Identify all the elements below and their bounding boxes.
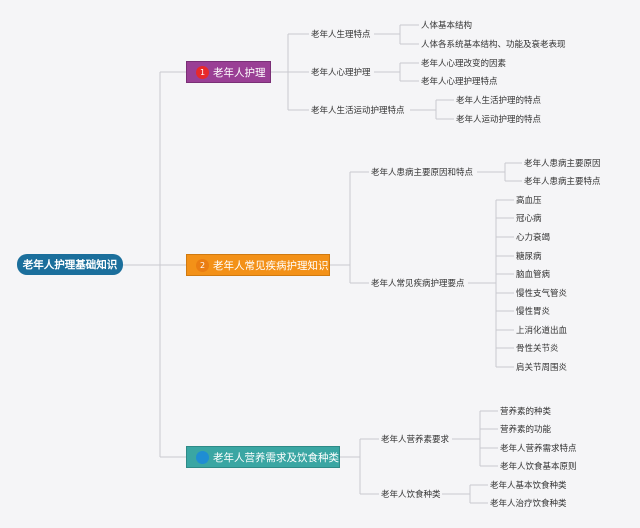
branch-label: 老年人护理 (213, 66, 266, 79)
sub-node-disease-causes[interactable]: 老年人患病主要原因和特点 (371, 168, 474, 178)
leaf-node[interactable]: 老年人营养需求特点 (500, 444, 577, 454)
leaf-node[interactable]: 心力衰竭 (516, 233, 551, 243)
leaf-node[interactable]: 糖尿病 (516, 252, 542, 262)
leaf-node[interactable]: 老年人心理改变的因素 (421, 59, 507, 69)
sub-node-physiology[interactable]: 老年人生理特点 (311, 30, 371, 40)
leaf-node[interactable]: 肩关节周围炎 (516, 363, 568, 373)
leaf-node[interactable]: 老年人患病主要原因 (524, 159, 601, 169)
leaf-node[interactable]: 老年人生活护理的特点 (456, 96, 542, 106)
sub-node-diet-types[interactable]: 老年人饮食种类 (381, 490, 441, 500)
leaf-node[interactable]: 人体基本结构 (421, 21, 473, 31)
leaf-node[interactable]: 冠心病 (516, 214, 542, 224)
leaf-node[interactable]: 老年人饮食基本原则 (500, 462, 577, 472)
leaf-node[interactable]: 高血压 (516, 196, 542, 206)
leaf-node[interactable]: 脑血管病 (516, 270, 551, 280)
root-label: 老年人护理基础知识 (22, 259, 118, 271)
branch-elderly-care[interactable]: 1 老年人护理 (186, 61, 271, 83)
leaf-node[interactable]: 骨性关节炎 (516, 344, 559, 354)
leaf-node[interactable]: 营养素的功能 (500, 425, 552, 435)
leaf-node[interactable]: 慢性胃炎 (516, 307, 551, 317)
sub-node-nutrient-requirements[interactable]: 老年人营养素要求 (381, 435, 450, 445)
leaf-node[interactable]: 慢性支气管炎 (516, 289, 568, 299)
leaf-node[interactable]: 老年人患病主要特点 (524, 177, 601, 187)
root-node[interactable]: 老年人护理基础知识 (17, 254, 123, 275)
branch-label: 老年人营养需求及饮食种类 (213, 451, 339, 464)
leaf-node[interactable]: 营养素的种类 (500, 407, 552, 417)
leaf-node[interactable]: 老年人治疗饮食种类 (490, 499, 567, 509)
sub-node-disease-care-points[interactable]: 老年人常见疾病护理要点 (371, 279, 465, 289)
number-badge-icon: 1 (196, 65, 209, 79)
sub-node-daily-activity[interactable]: 老年人生活运动护理特点 (311, 106, 405, 116)
branch-label: 老年人常见疾病护理知识 (213, 259, 329, 272)
branch-common-diseases[interactable]: 2 老年人常见疾病护理知识 (186, 254, 330, 276)
leaf-node[interactable]: 人体各系统基本结构、功能及衰老表现 (421, 40, 566, 50)
number-badge-icon: 2 (196, 258, 209, 272)
leaf-node[interactable]: 老年人心理护理特点 (421, 77, 498, 87)
number-badge-icon (196, 450, 209, 464)
leaf-node[interactable]: 老年人运动护理的特点 (456, 115, 542, 125)
sub-node-psychology[interactable]: 老年人心理护理 (311, 68, 371, 78)
leaf-node[interactable]: 老年人基本饮食种类 (490, 481, 567, 491)
leaf-node[interactable]: 上消化道出血 (516, 326, 568, 336)
branch-nutrition-diet[interactable]: 老年人营养需求及饮食种类 (186, 446, 340, 468)
